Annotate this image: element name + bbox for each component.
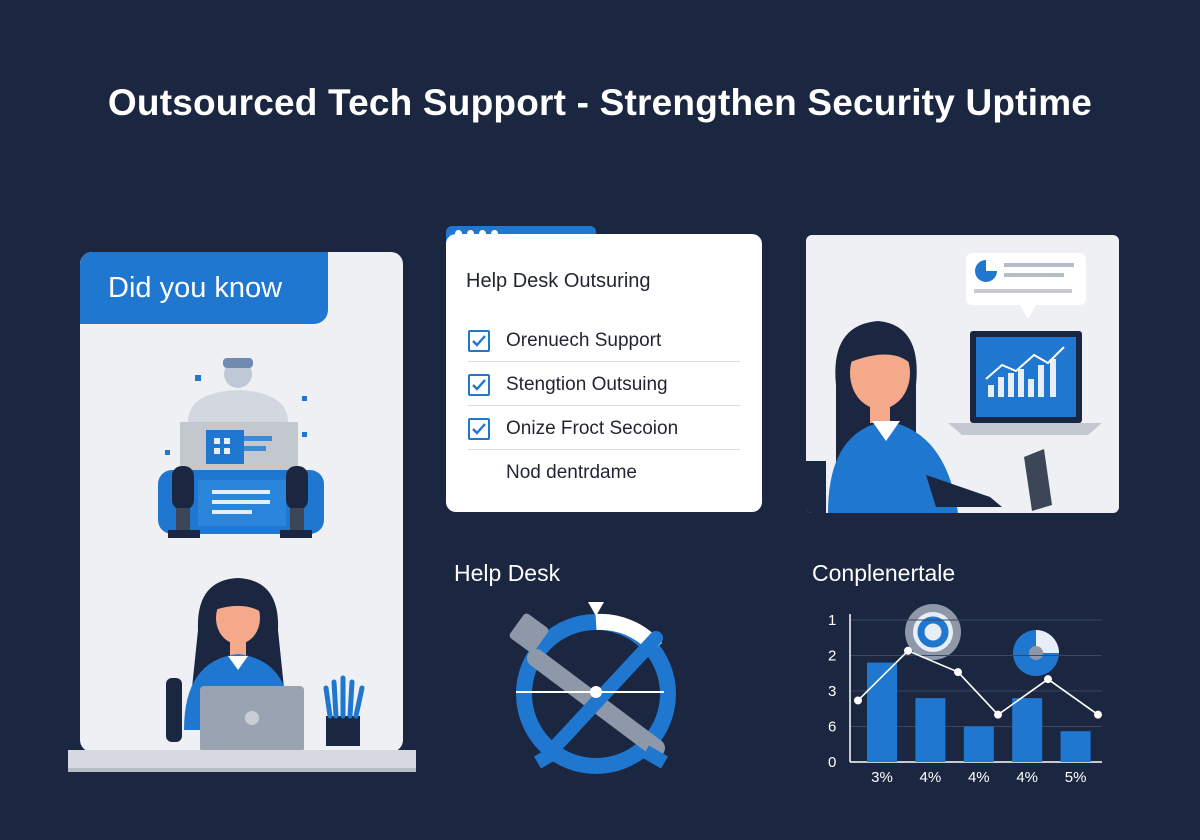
- checklist-item[interactable]: Stengtion Outsuing: [468, 362, 740, 406]
- x-tick-label: 4%: [920, 769, 942, 786]
- y-tick-label: 3: [828, 683, 836, 700]
- tools-wrench-icon: [509, 602, 676, 774]
- x-tick-label: 3%: [871, 769, 893, 786]
- help-desk-heading: Help Desk: [454, 560, 561, 586]
- checklist-item-label: Stengtion Outsuing: [506, 374, 668, 395]
- line-point: [1094, 710, 1102, 719]
- did-you-know-panel: Did you know: [80, 252, 403, 752]
- window-dot-icon: [455, 230, 462, 237]
- line-point: [994, 710, 1002, 719]
- x-tick-label: 4%: [1016, 769, 1038, 786]
- bar-line-chart: 1 2 3 6 0 3% 4% 4% 4% 5%: [820, 600, 1120, 800]
- checklist-card: Help Desk Outsuring Orenuech Support Ste…: [446, 234, 762, 512]
- y-tick-label: 2: [828, 648, 836, 665]
- window-dot-icon: [467, 230, 474, 237]
- bar: [915, 698, 946, 762]
- woman-laptop-illustration: [166, 578, 365, 752]
- line-point: [904, 646, 912, 655]
- checklist-item: Nod dentrdame: [468, 450, 740, 494]
- checklist-item-label: Nod dentrdame: [506, 462, 637, 483]
- checkbox-checked[interactable]: [468, 374, 490, 396]
- bar: [867, 662, 897, 762]
- line-point: [1044, 675, 1052, 684]
- y-tick-label: 6: [828, 719, 836, 736]
- support-agent-illustration: [806, 253, 1102, 513]
- series-line: [857, 649, 1099, 716]
- window-dot-icon: [491, 230, 498, 237]
- floor-shelf: [68, 750, 416, 772]
- bar: [1060, 731, 1091, 762]
- checklist-item[interactable]: Onize Froct Secoion: [468, 406, 740, 450]
- y-tick-label: 0: [828, 754, 836, 771]
- line-point: [954, 668, 962, 677]
- server-robot-illustration: [158, 358, 324, 538]
- x-tick-label: 5%: [1065, 769, 1087, 786]
- checklist-title: Help Desk Outsuring: [466, 270, 651, 292]
- bar: [1012, 698, 1043, 762]
- checkbox-checked[interactable]: [468, 418, 490, 440]
- did-you-know-badge: Did you know: [80, 252, 328, 324]
- page-title: Outsourced Tech Support - Strengthen Sec…: [107, 82, 1093, 123]
- pie-chart-icon: [1013, 630, 1059, 676]
- y-tick-label: 1: [828, 612, 836, 629]
- checkbox-checked[interactable]: [468, 330, 490, 352]
- x-tick-label: 4%: [968, 769, 990, 786]
- checklist-item-label: Onize Froct Secoion: [506, 418, 679, 439]
- line-point: [854, 696, 862, 705]
- checklist-item-label: Orenuech Support: [506, 330, 662, 351]
- chart-heading: Conplenertale: [812, 560, 956, 586]
- support-agent-card: [806, 235, 1119, 513]
- bar: [963, 726, 994, 762]
- chart-svg: 1 2 3 6 0 3% 4% 4% 4% 5%: [828, 604, 1102, 786]
- checklist-item[interactable]: Orenuech Support: [468, 318, 740, 362]
- window-dot-icon: [479, 230, 486, 237]
- lifebuoy-icon: [905, 604, 961, 660]
